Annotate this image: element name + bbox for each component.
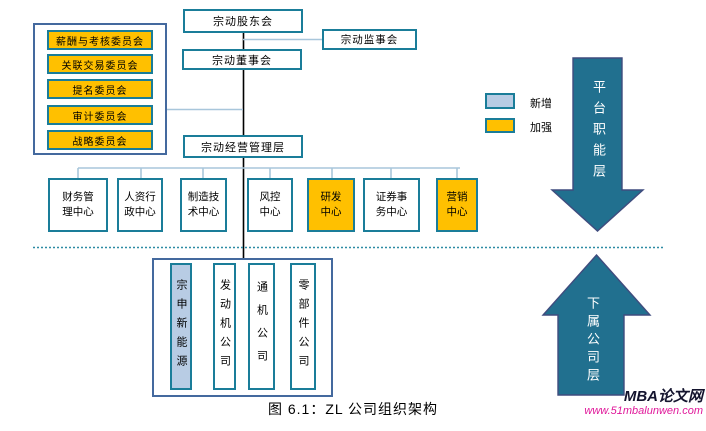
watermark: MBA论文网 www.51mbalunwen.com [584,388,703,417]
committee-audit-label: 审计委员会 [72,111,128,123]
shareholders-meeting-box: 宗动股东会 [183,9,303,33]
watermark-site-url[interactable]: www.51mbalunwen.com [584,405,703,418]
shareholders-meeting-label: 宗动股东会 [213,16,273,28]
committee-remuneration-label: 薪酬与考核委员会 [56,36,144,48]
management-layer-label: 宗动经营管理层 [201,141,285,154]
board-of-directors-label: 宗动董事会 [212,54,272,67]
center-securities-label: 证券事 务中心 [375,191,408,218]
committee-related-transactions-box: 关联交易委员会 [47,54,153,74]
center-hr-admin-box: 人资行 政中心 [117,178,163,232]
center-finance-box: 财务管 理中心 [48,178,108,232]
center-hr-admin-label: 人资行 政中心 [124,191,156,218]
center-manufacturing-tech-label: 制造技 术中心 [187,191,220,218]
committee-strategy-box: 战略委员会 [47,130,153,150]
committee-strategy-label: 战略委员会 [72,136,128,148]
center-manufacturing-tech-box: 制造技 术中心 [180,178,227,232]
legend-strengthened-swatch [485,118,515,133]
legend-strengthened-label: 加强 [530,122,552,134]
subsidiary-general-machine-label: 通机公司 [255,280,268,373]
subsidiary-layer-label: 下属公司层 [585,296,600,386]
subsidiary-general-machine-box: 通机公司 [248,263,275,390]
center-securities-box: 证券事 务中心 [363,178,420,232]
platform-layer-arrow-down-icon [550,57,645,232]
committee-related-transactions-label: 关联交易委员会 [61,60,139,72]
subsidiary-parts-label: 零部件公司 [297,279,309,374]
committee-nomination-label: 提名委员会 [72,85,128,97]
center-marketing-box: 营销 中心 [436,178,478,232]
center-rnd-label: 研发 中心 [320,191,342,218]
committee-audit-box: 审计委员会 [47,105,153,125]
subsidiary-parts-box: 零部件公司 [290,263,316,390]
subsidiary-layer-arrow-up-icon [541,253,652,396]
subsidiary-new-energy-box: 宗申新能源 [170,263,192,390]
figure-caption: 图 6.1：ZL 公司组织架构 [267,401,439,417]
committee-nomination-box: 提名委员会 [47,79,153,99]
supervisory-board-label: 宗动监事会 [340,35,399,46]
subsidiary-new-energy-label: 宗申新能源 [175,279,187,374]
center-risk-control-label: 风控 中心 [259,191,281,218]
management-layer-box: 宗动经营管理层 [183,135,303,158]
platform-layer-label: 平台职能层 [591,80,606,185]
committees-container [33,23,167,155]
subsidiary-engine-box: 发动机公司 [213,263,236,390]
center-marketing-label: 营销 中心 [446,191,468,218]
center-risk-control-box: 风控 中心 [247,178,293,232]
subsidiaries-container [152,258,333,397]
center-finance-label: 财务管 理中心 [62,191,94,218]
board-of-directors-box: 宗动董事会 [182,49,302,70]
committee-remuneration-box: 薪酬与考核委员会 [47,30,153,50]
legend-new-label: 新增 [530,98,552,110]
watermark-site-name: MBA论文网 [623,388,703,405]
center-rnd-box: 研发 中心 [307,178,355,232]
subsidiary-engine-label: 发动机公司 [218,279,231,374]
supervisory-board-box: 宗动监事会 [322,29,417,50]
legend-new-swatch [485,93,515,109]
